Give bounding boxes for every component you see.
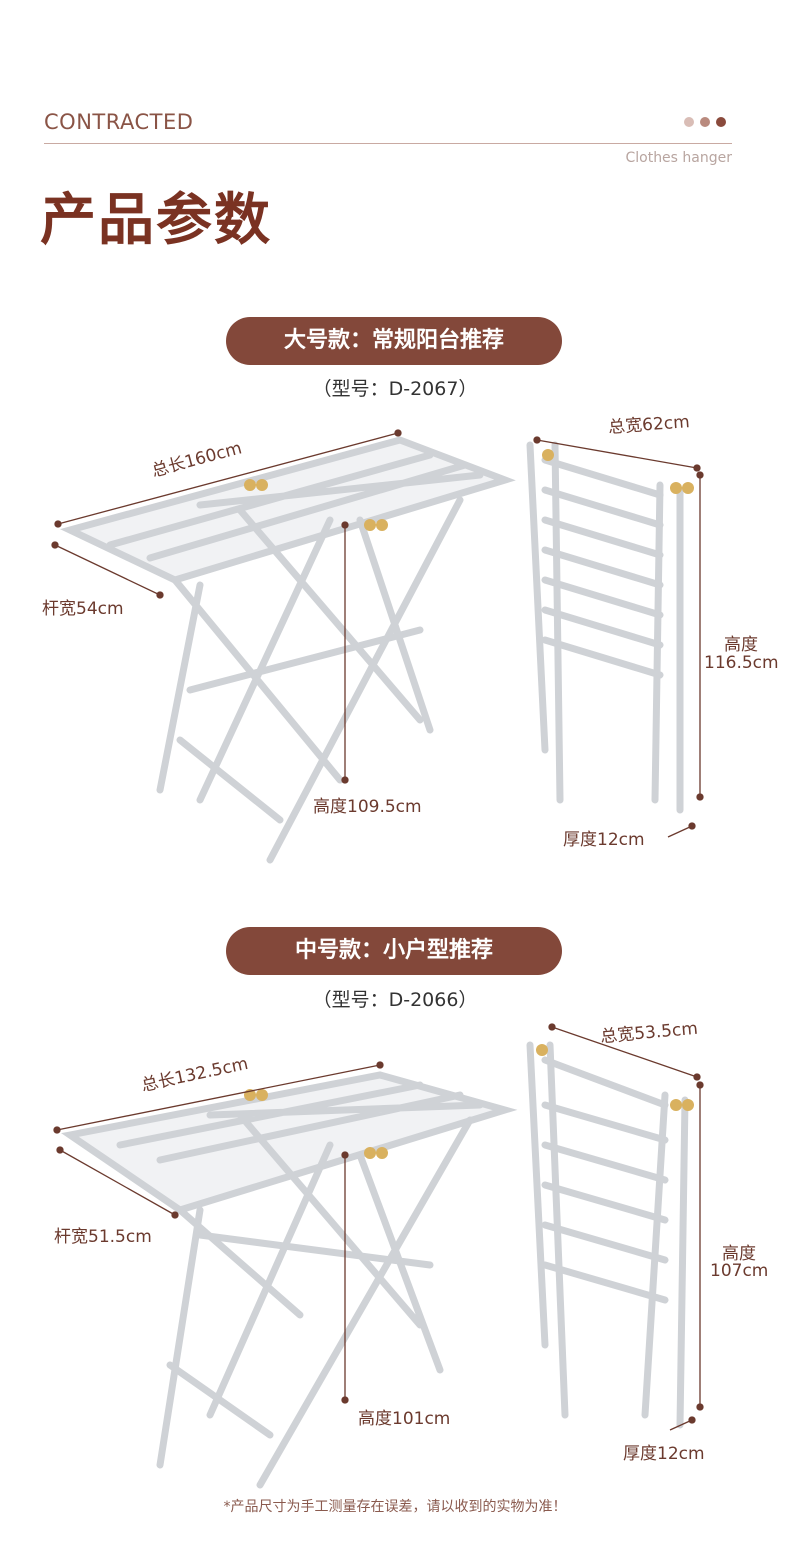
height-label: 高度101cm: [358, 1409, 451, 1429]
product-pill-medium: 中号款：小户型推荐: [226, 927, 562, 975]
footnote: *产品尺寸为手工测量存在误差，请以收到的实物为准！: [223, 1499, 567, 1515]
folded-height-label: 高度: [724, 635, 758, 655]
divider: [44, 143, 732, 144]
medium-rack-illustration: [53, 1023, 704, 1489]
dot-icon: [684, 117, 694, 127]
folded-height-value: 116.5cm: [704, 653, 779, 673]
product-pill-large: 大号款：常规阳台推荐: [226, 317, 562, 365]
eyebrow-text: CONTRACTED: [44, 110, 194, 134]
subtitle: Clothes hanger: [625, 150, 732, 166]
folded-height-label: 高度: [722, 1244, 756, 1264]
model-number: （型号：D-2066）: [312, 989, 478, 1011]
bar-width-label: 杆宽54cm: [42, 599, 124, 619]
page-title: 产品参数: [40, 188, 272, 253]
thickness-label: 厚度12cm: [563, 830, 645, 850]
folded-height-value: 107cm: [710, 1261, 769, 1281]
dot-icon: [700, 117, 710, 127]
bar-width-label: 杆宽51.5cm: [54, 1227, 152, 1247]
height-label: 高度109.5cm: [313, 797, 422, 817]
dot-icon: [716, 117, 726, 127]
thickness-label: 厚度12cm: [623, 1444, 705, 1464]
model-number: （型号：D-2067）: [312, 378, 478, 400]
large-rack-illustration: [51, 429, 704, 864]
